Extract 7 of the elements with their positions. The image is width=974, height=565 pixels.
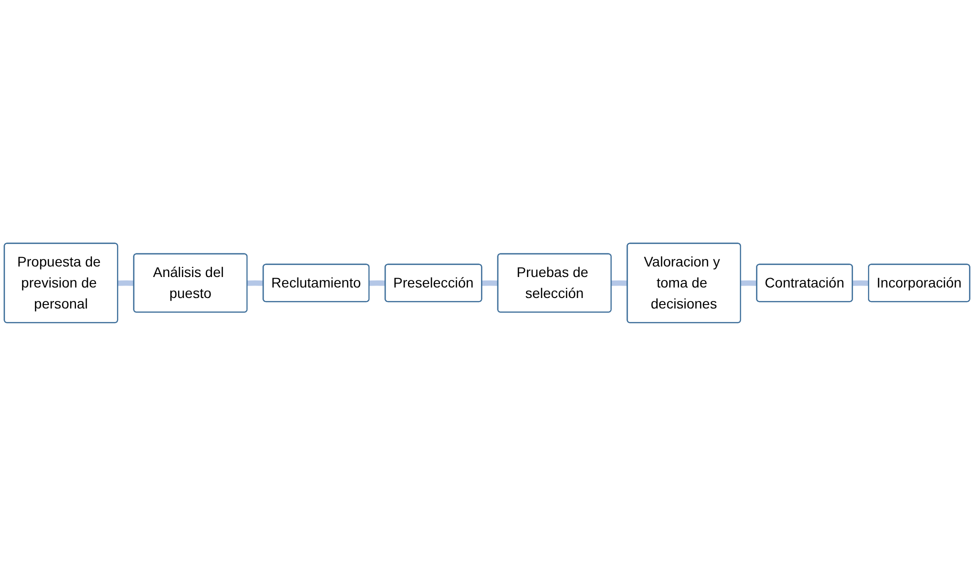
- connector: [116, 280, 136, 286]
- connector: [610, 280, 629, 286]
- connector: [480, 280, 500, 286]
- connector: [246, 280, 265, 286]
- connector: [851, 280, 870, 286]
- connector: [368, 280, 387, 286]
- connector: [739, 280, 758, 286]
